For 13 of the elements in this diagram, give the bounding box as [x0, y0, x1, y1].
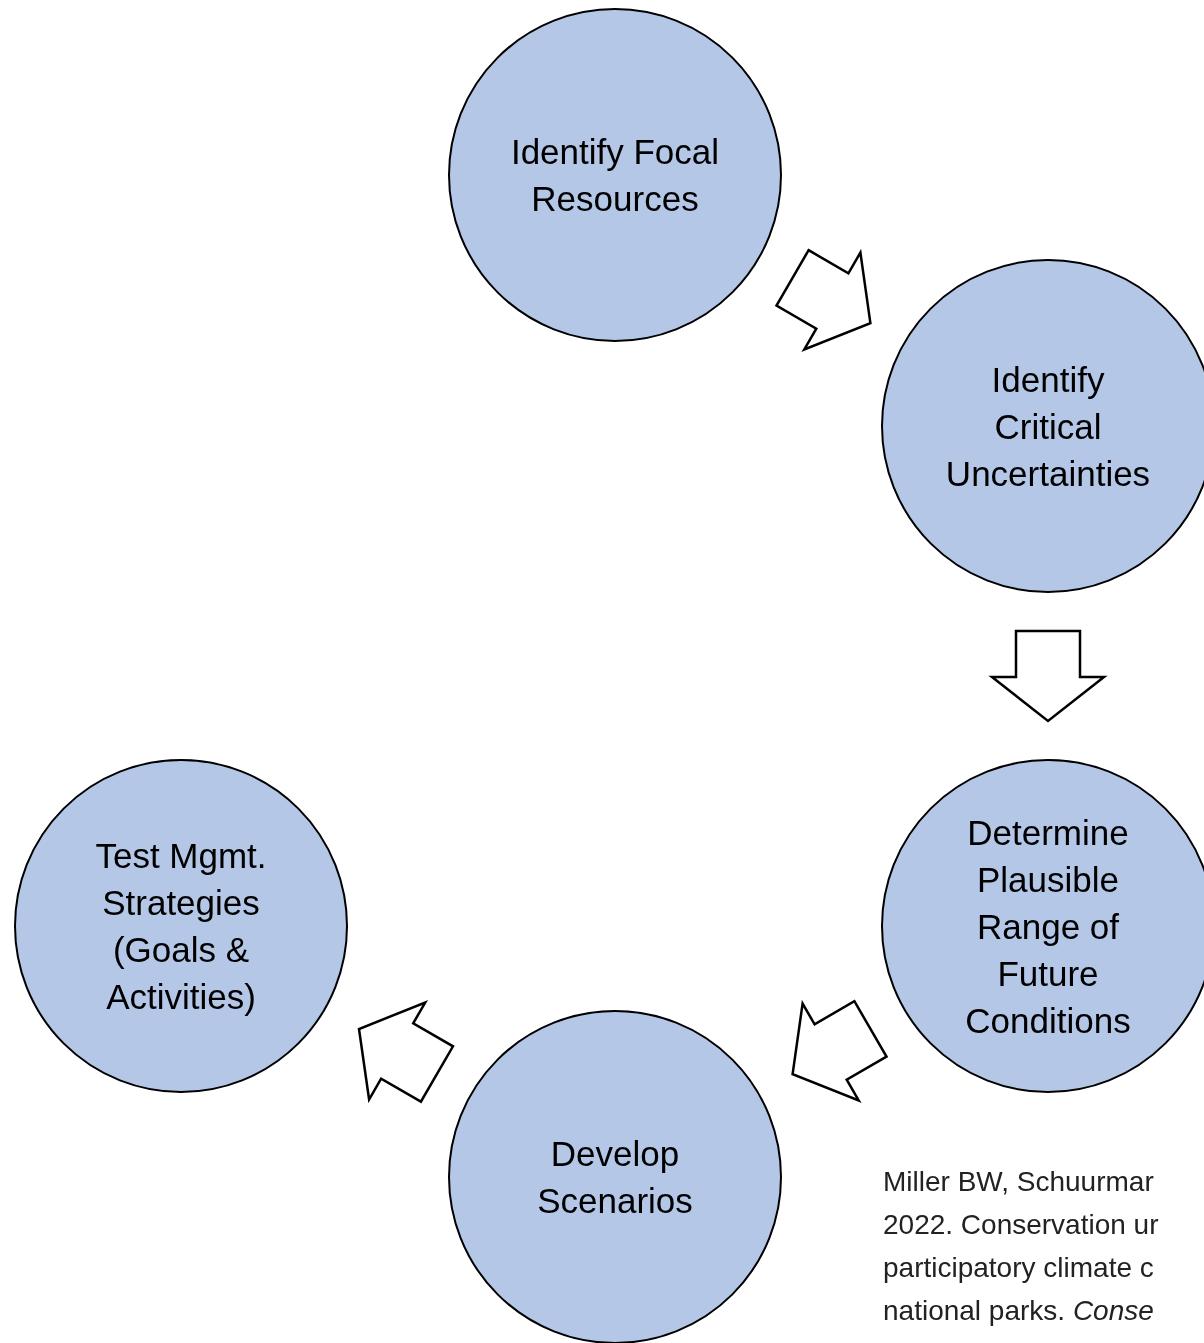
citation-text: 2022. Conservation ur	[883, 1208, 1159, 1242]
step-label: Identify Focal Resources	[509, 131, 721, 220]
citation-text: Miller BW, Schuurmar	[883, 1165, 1155, 1199]
step-label: Determine Plausible Range of Future Conditions	[964, 811, 1132, 1042]
step-label: Test Mgmt. Strategies (Goals & Activities)	[94, 835, 268, 1018]
block-arrow	[357, 1000, 455, 1104]
step-label: Develop Scenarios	[536, 1133, 694, 1222]
block-arrow	[791, 999, 889, 1103]
step-label: Identify Critical Uncertainties	[944, 358, 1152, 495]
block-arrow	[988, 629, 1108, 723]
citation-text: participatory climate c	[883, 1251, 1155, 1285]
block-arrow	[774, 248, 872, 352]
citation-text: national parks. Conse	[883, 1294, 1155, 1328]
